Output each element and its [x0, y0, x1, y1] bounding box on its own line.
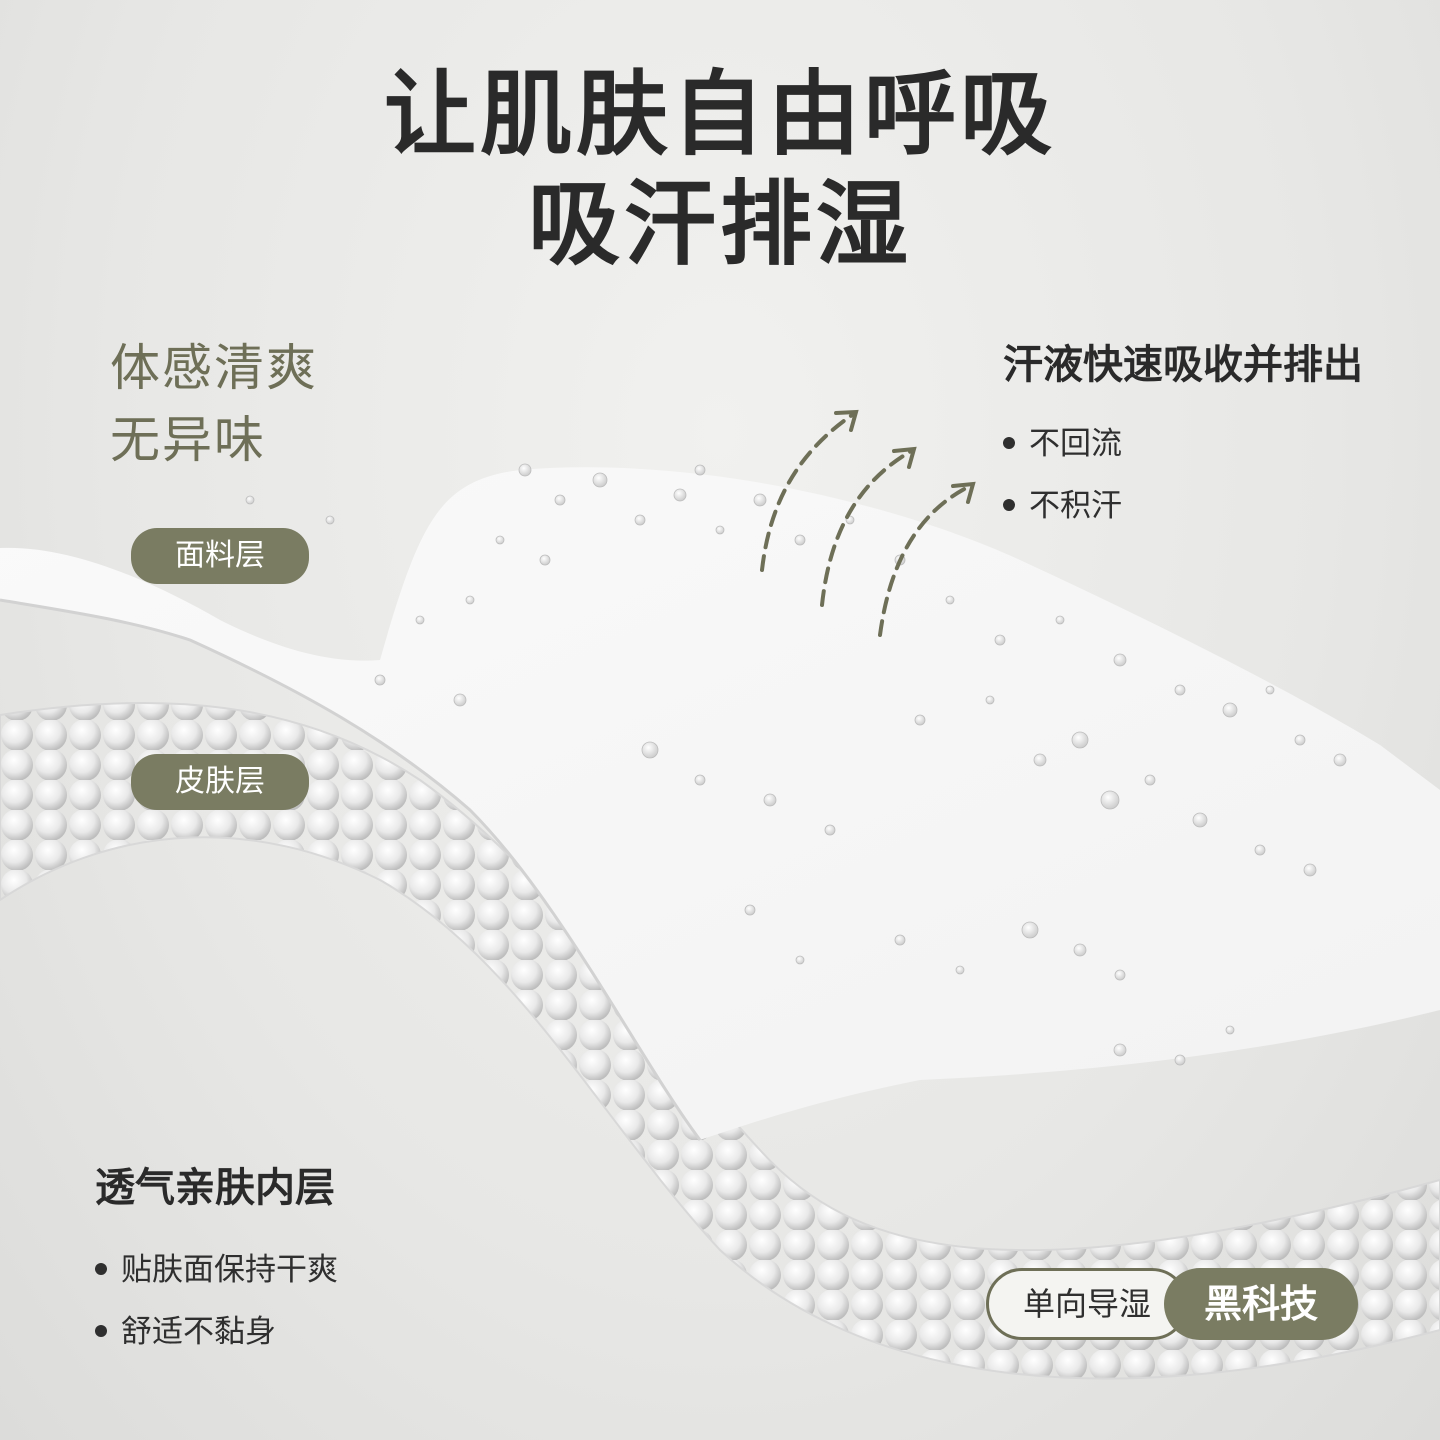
feel-text-line-1: 体感清爽: [110, 339, 318, 397]
bullet-dot-icon: [1003, 436, 1015, 449]
left-panel-heading: 透气亲肤内层: [95, 1165, 335, 1211]
left-bullet-text: 舒适不黏身: [121, 1314, 276, 1350]
page-title-line-2: 吸汗排湿: [527, 171, 912, 278]
left-bullet-item: 贴肤面保持干爽: [95, 1244, 338, 1289]
bullet-dot-icon: [95, 1262, 107, 1275]
right-bullet-item: 不回流: [1003, 418, 1122, 463]
bullet-dot-icon: [95, 1324, 107, 1337]
arrow-head-icons: [834, 409, 976, 504]
fabric-sheet: [0, 467, 1440, 1141]
water-droplets: [245, 463, 1347, 1066]
feel-text-line-2: 无异味: [110, 411, 266, 469]
left-bullet-item: 舒适不黏身: [95, 1306, 276, 1351]
badge-right-label: 黑科技: [1164, 1268, 1358, 1340]
right-bullet-text: 不积汗: [1029, 488, 1122, 524]
bullet-dot-icon: [1003, 498, 1015, 511]
page-title-line-1: 让肌肤自由呼吸: [383, 61, 1056, 168]
badge-left-label: 单向导湿: [986, 1268, 1188, 1340]
fabric-layer-label: 面料层: [131, 528, 309, 584]
skin-layer-label: 皮肤层: [131, 754, 309, 810]
right-panel-heading: 汗液快速吸收并排出: [1003, 342, 1363, 388]
right-bullet-text: 不回流: [1029, 426, 1122, 462]
right-bullet-item: 不积汗: [1003, 480, 1122, 525]
upward-dashed-arrow-icon: [760, 411, 974, 637]
left-bullet-text: 贴肤面保持干爽: [121, 1252, 338, 1288]
tech-badge: 单向导湿 黑科技: [986, 1268, 1358, 1340]
